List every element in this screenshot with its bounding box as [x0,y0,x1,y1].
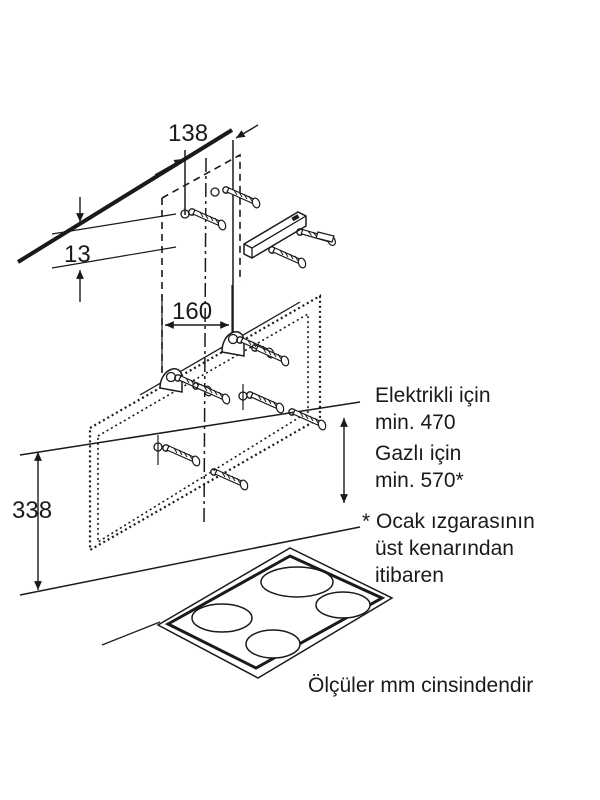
burner-right [315,591,371,619]
dim-13-label: 13 [64,241,91,268]
wall-line-upper [19,401,361,456]
counter-line [101,621,161,646]
note-gas-line2: min. 570* [375,469,464,492]
ceiling-edge-line [16,128,234,264]
note-electric-line2: min. 470 [375,411,456,434]
wall-plug-icon [315,231,335,243]
units-note: Ölçüler mm cinsindendir [308,674,533,697]
note-gas-line1: Gazlı için [375,442,461,465]
screw-icon-lower-d [210,468,250,492]
note-electric-line1: Elektrikli için [375,384,491,407]
screw-icon-bracket-b [268,246,308,270]
screw-icon-lower-c [162,444,202,468]
chimney-upper-outline [161,153,241,282]
burner-top [260,566,334,598]
screw-icon-lower-a [246,391,286,415]
dim-160-label: 160 [172,298,212,325]
footnote-line1: * Ocak ızgarasının [362,510,535,533]
dim-138-arrow-right [235,124,259,139]
mounting-bracket-icon [243,211,307,259]
burner-left [191,603,253,633]
hood-inner-outline [97,312,309,544]
dim-138-arrow-left [154,158,184,176]
keyhole-mount-right-icon [221,331,245,357]
dim-13-ext-top [51,213,177,235]
footnote-line2: üst kenarından [375,537,514,560]
bracket-hole-right [210,187,220,197]
dim-338-label: 338 [12,497,52,524]
screw-icon-top-left [188,208,228,232]
screw-icon-top-right [222,186,262,210]
screw-icon-middle-a [192,382,232,406]
dim-13-ext-bottom [51,246,177,269]
centre-line [203,157,207,526]
dim-138-label: 138 [168,120,208,147]
wall-line-lower [19,526,361,596]
footnote-line3: itibaren [375,564,444,587]
burner-bottom [245,629,301,659]
cooktop-icon [156,547,394,679]
